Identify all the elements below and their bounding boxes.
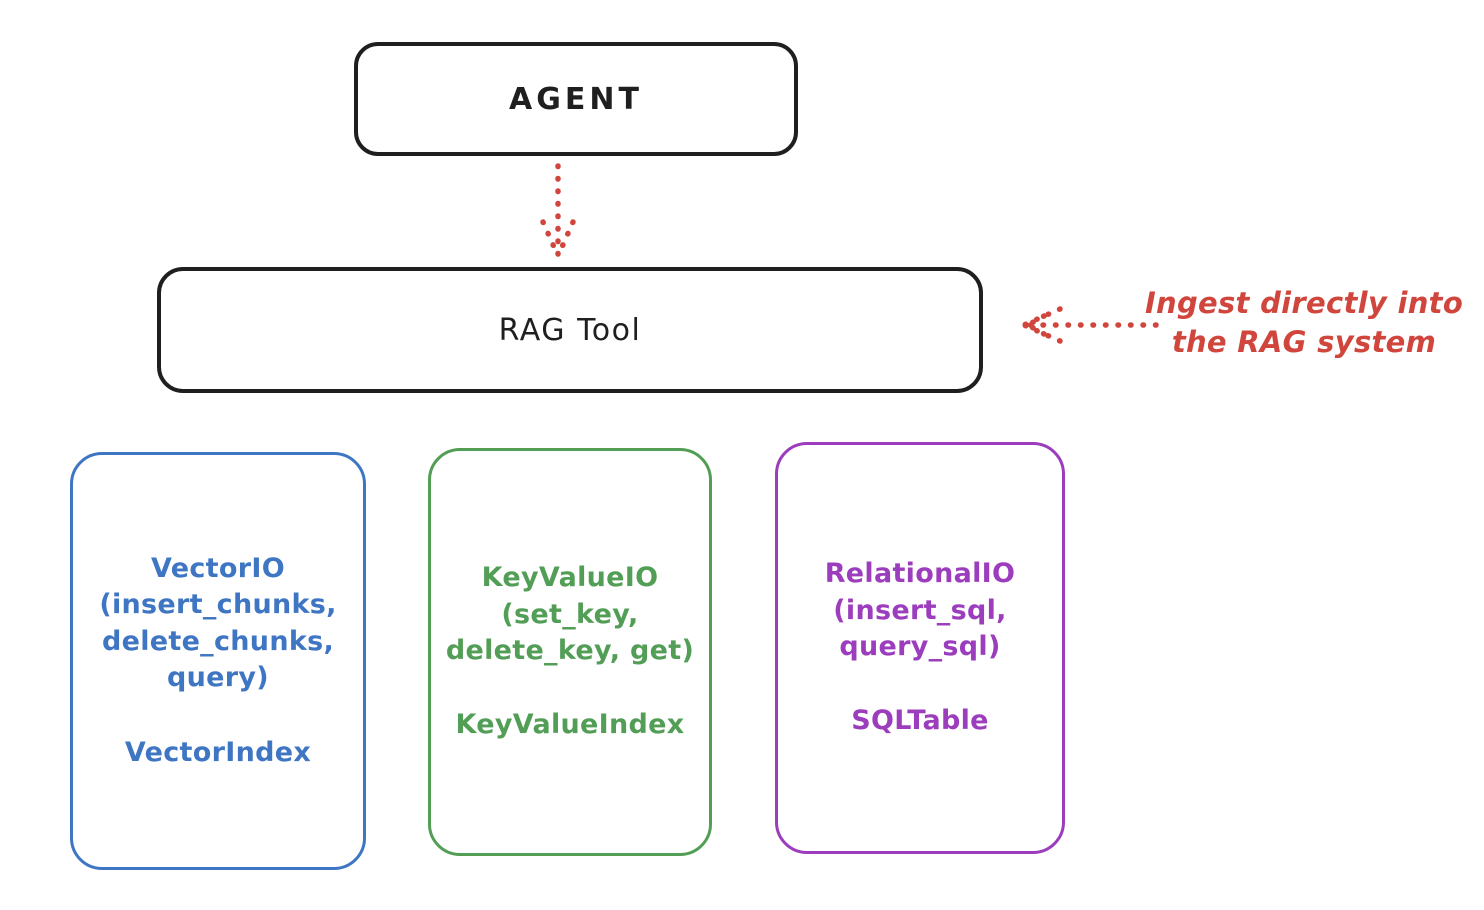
- keyvalue-io-method-line: delete_key, get): [445, 635, 695, 666]
- vector-index-label: VectorIndex: [124, 736, 312, 768]
- ingest-annotation-line2: the RAG system: [1171, 325, 1437, 360]
- relational-io-title: RelationalIO: [824, 558, 1016, 590]
- ingest-annotation-line1: Ingest directly into: [1144, 286, 1464, 320]
- keyvalue-io-box: KeyValueIO (set_key, delete_key, get) Ke…: [428, 448, 712, 856]
- relational-io-method-line: query_sql): [839, 631, 1001, 662]
- agent-box: AGENT: [354, 42, 798, 156]
- dotted-down-arrow-icon: [540, 163, 576, 259]
- keyvalue-io-title: KeyValueIO: [481, 562, 659, 594]
- vector-io-method-line: query): [167, 662, 269, 694]
- rag-tool-box: RAG Tool: [157, 267, 983, 393]
- relational-io-method-line: (insert_sql,: [833, 594, 1007, 626]
- keyvalue-io-method-line: (set_key,: [501, 598, 639, 630]
- sql-table-label: SQLTable: [851, 705, 989, 737]
- vector-io-title: VectorIO: [151, 552, 285, 584]
- rag-tool-label: RAG Tool: [498, 312, 642, 348]
- relational-io-box: RelationalIO (insert_sql, query_sql) SQL…: [775, 442, 1065, 854]
- agent-label: AGENT: [509, 81, 643, 117]
- vector-io-box: VectorIO (insert_chunks, delete_chunks, …: [70, 452, 366, 870]
- dotted-left-arrow-icon: [1021, 306, 1159, 344]
- keyvalue-index-label: KeyValueIndex: [455, 709, 685, 741]
- vector-io-method-line: delete_chunks,: [101, 625, 335, 657]
- ingest-annotation: Ingest directly into the RAG system: [1128, 284, 1480, 362]
- vector-io-method-line: (insert_chunks,: [99, 589, 337, 621]
